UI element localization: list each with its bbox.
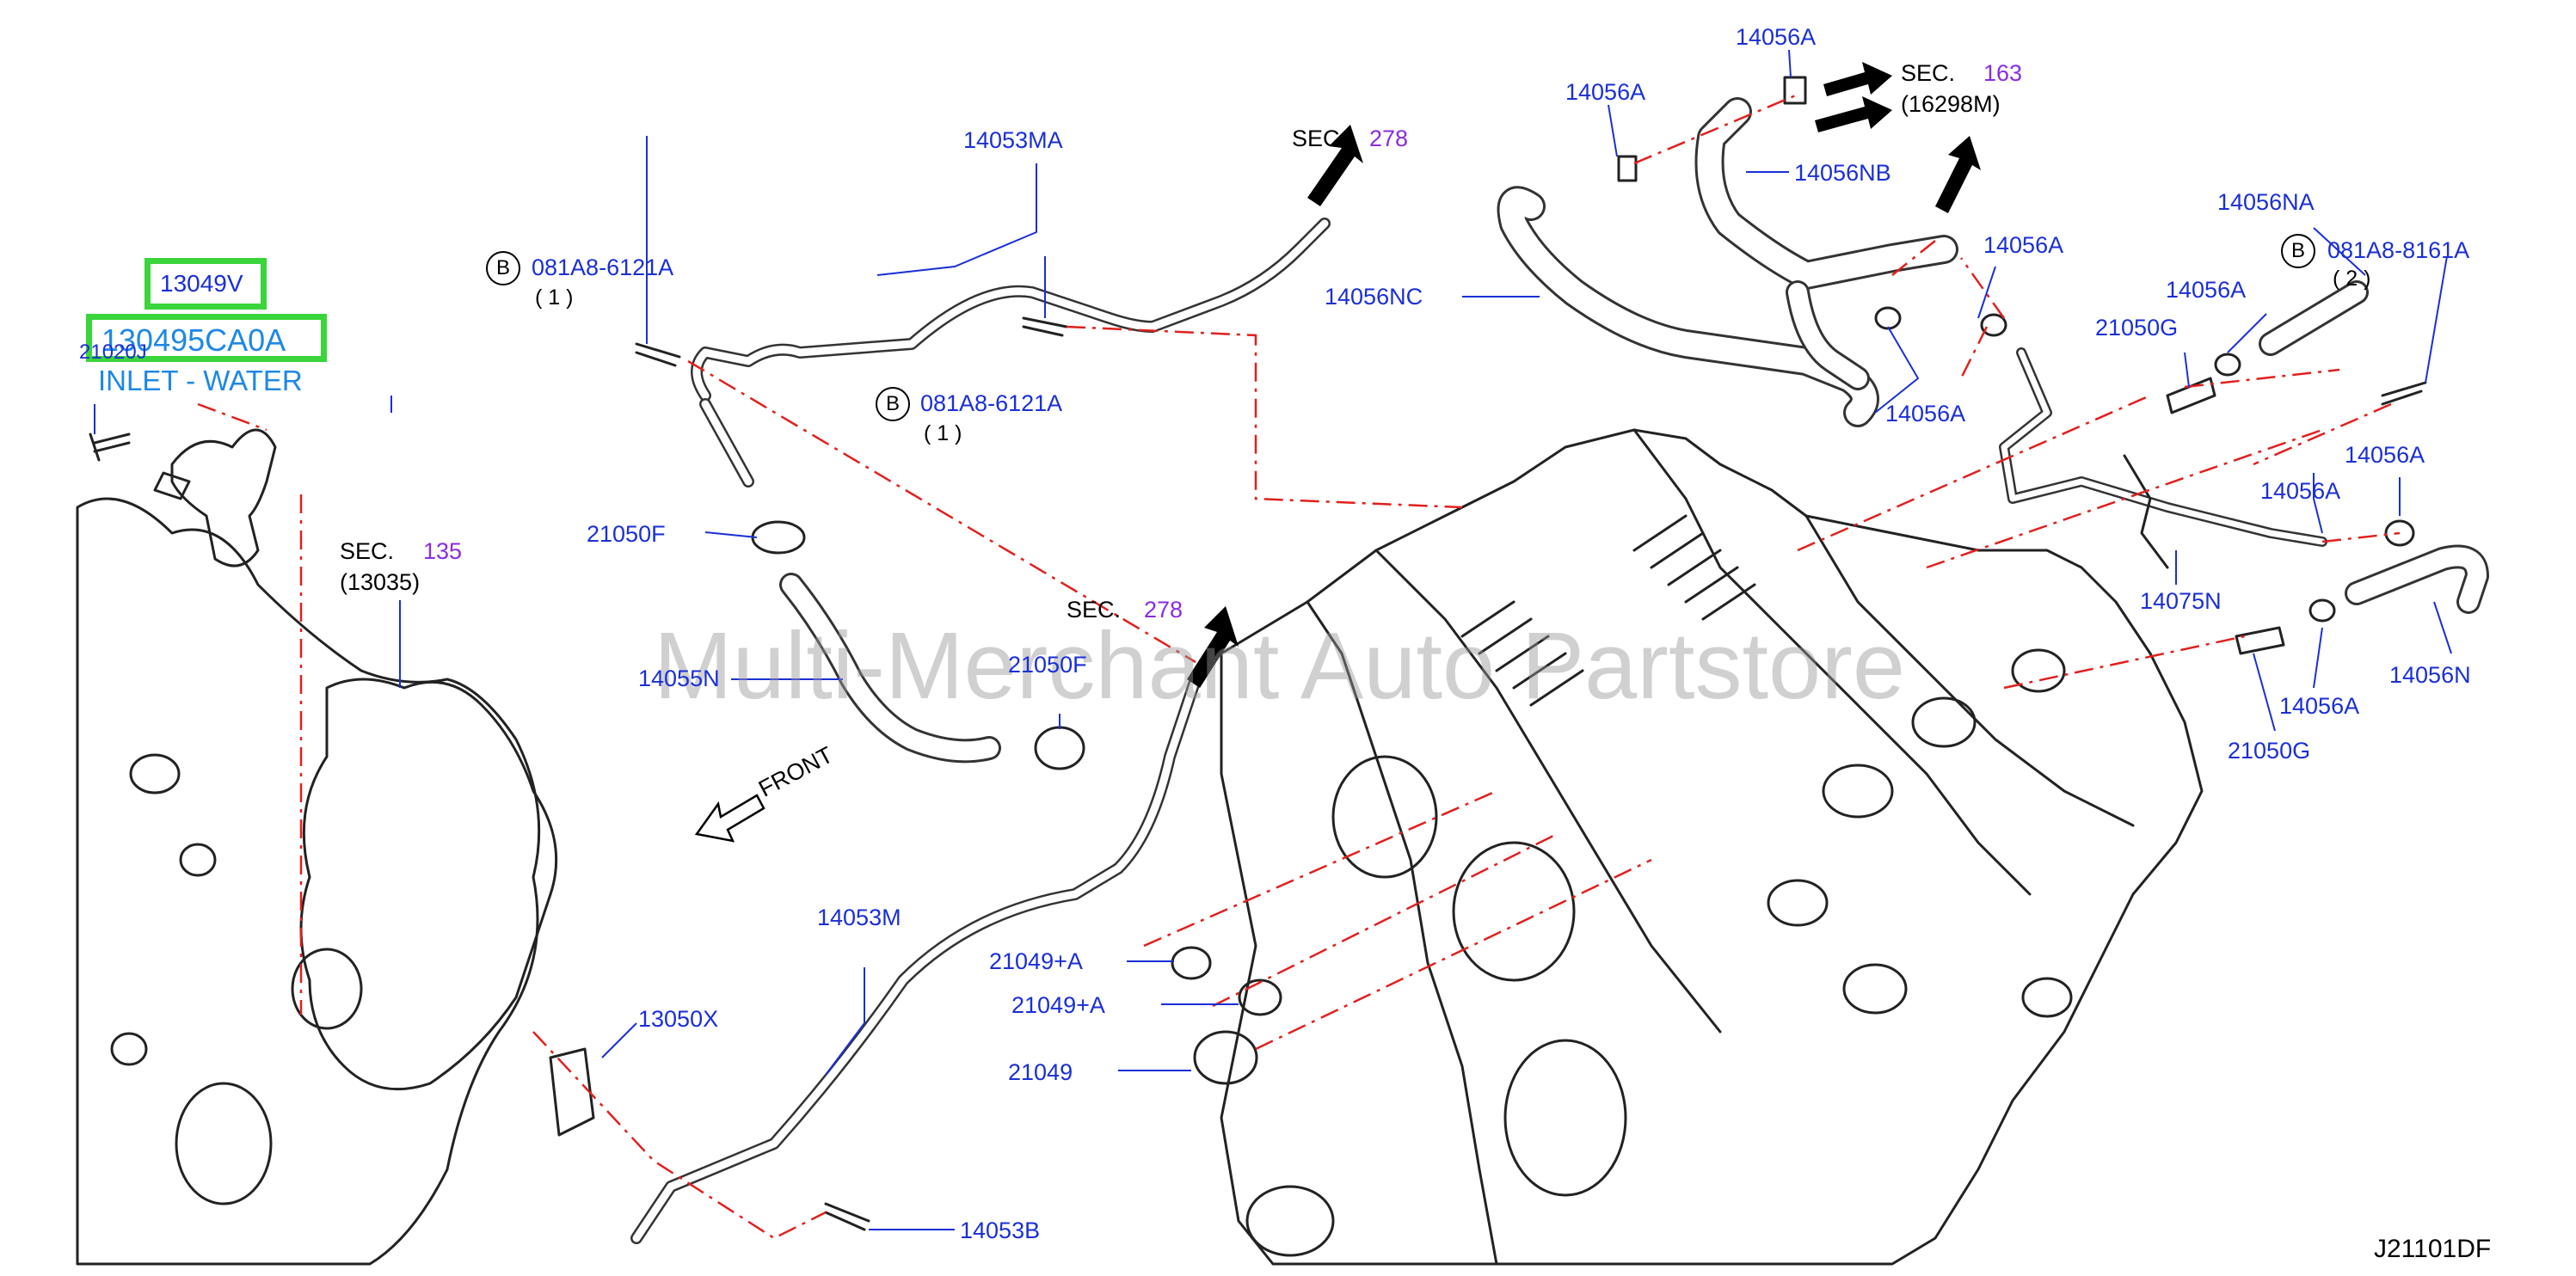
arrow-sec163-b [1815,96,1892,132]
label-081A8-8161A[interactable]: 081A8-8161A [2327,237,2470,263]
bolt-b-circle-3: B [2281,234,2315,268]
watermark: Multi-Merchant Auto Partstore [654,613,1906,719]
label-14053M[interactable]: 14053M [817,905,901,930]
bolt-b-circle-2: B [876,387,910,421]
sec-278-lower-label: SEC. [1067,597,1122,623]
sec-135-label: SEC. [340,538,395,564]
sec-278-upper-number[interactable]: 278 [1369,126,1409,151]
label-14056A-top[interactable]: 14056A [1736,24,1817,50]
o-ring-1 [1171,946,1212,980]
selected-part-box[interactable] [86,314,327,362]
label-14053MA[interactable]: 14053MA [963,127,1063,153]
label-21049[interactable]: 21049 [1008,1059,1073,1085]
label-21049A-2[interactable]: 21049+A [1011,992,1105,1018]
qty-1: ( 1 ) [535,285,574,310]
label-14056A-right-1[interactable]: 14056A [2166,277,2247,303]
label-081A8-6121A-2[interactable]: 081A8-6121A [920,390,1063,416]
diagram-id: J21101DF [2374,1235,2492,1263]
label-21050F-upper[interactable]: 21050F [587,521,666,547]
label-14056NC[interactable]: 14056NC [1325,284,1423,310]
label-14056NB[interactable]: 14056NB [1794,160,1891,186]
pipe-14053MA [691,218,1331,402]
label-14056A-mid[interactable]: 14056A [1983,232,2064,258]
sec-135-number[interactable]: 135 [423,538,463,564]
sec-163-number[interactable]: 163 [1983,60,2023,86]
pulley-boss [291,948,363,1030]
label-14056NA[interactable]: 14056NA [2217,189,2315,215]
qty-3: ( 2 ) [2333,267,2371,291]
timing-cover-gasket-plate [299,678,558,1091]
pipe-14053M [630,673,1202,1244]
label-14056A-bottom[interactable]: 14056A [2279,693,2360,719]
sec-135-ref: (13035) [340,569,421,595]
label-14056A-far-right[interactable]: 14056A [2345,442,2425,468]
water-inlet-part [170,428,277,567]
label-14056A-left[interactable]: 14056A [1565,79,1646,105]
label-21050F-lower[interactable]: 21050F [1008,652,1087,678]
timing-cover-outline [76,497,541,1266]
o-ring-2 [1238,978,1282,1016]
selected-part-number[interactable]: 130495CA0A [101,322,286,358]
label-21049A-1[interactable]: 21049+A [989,948,1083,974]
label-14053B[interactable]: 14053B [960,1218,1041,1243]
bolt-b-circle-1: B [486,251,520,285]
sec-163-label: SEC. [1901,60,1956,86]
label-14056N[interactable]: 14056N [2389,662,2471,688]
highlight-part-box[interactable] [144,258,267,310]
selected-part-name: INLET - WATER [98,365,303,396]
engine-block [1220,428,2204,1266]
sec-278-lower-number[interactable]: 278 [1144,597,1183,623]
o-ring-3 [1193,1030,1258,1085]
label-21050G-lower[interactable]: 21050G [2228,738,2311,764]
front-arrow [694,794,765,843]
arrow-sec278-upper [1307,125,1363,206]
label-14056A-right-2[interactable]: 14056A [2260,478,2341,504]
arrow-sec163-c [1935,136,1981,213]
highlight-part-number[interactable]: 13049V [160,270,243,297]
sec-278-upper-label: SEC. [1292,126,1347,151]
label-14056A-lower-mid[interactable]: 14056A [1885,401,1966,426]
label-14075N[interactable]: 14075N [2140,588,2222,614]
sec-163-ref: (16298M) [1901,91,2001,117]
label-21020J[interactable]: 21020J [79,340,147,364]
label-21050G-upper[interactable]: 21050G [2095,315,2179,340]
crank-seal [175,1082,273,1205]
arrow-sec278-lower [1187,606,1239,688]
label-13050X[interactable]: 13050X [638,1006,719,1032]
qty-2: ( 1 ) [924,421,962,445]
label-081A8-6121A-1[interactable]: 081A8-6121A [532,255,674,280]
arrow-sec163-a [1823,62,1892,96]
label-14055N[interactable]: 14055N [638,666,720,691]
